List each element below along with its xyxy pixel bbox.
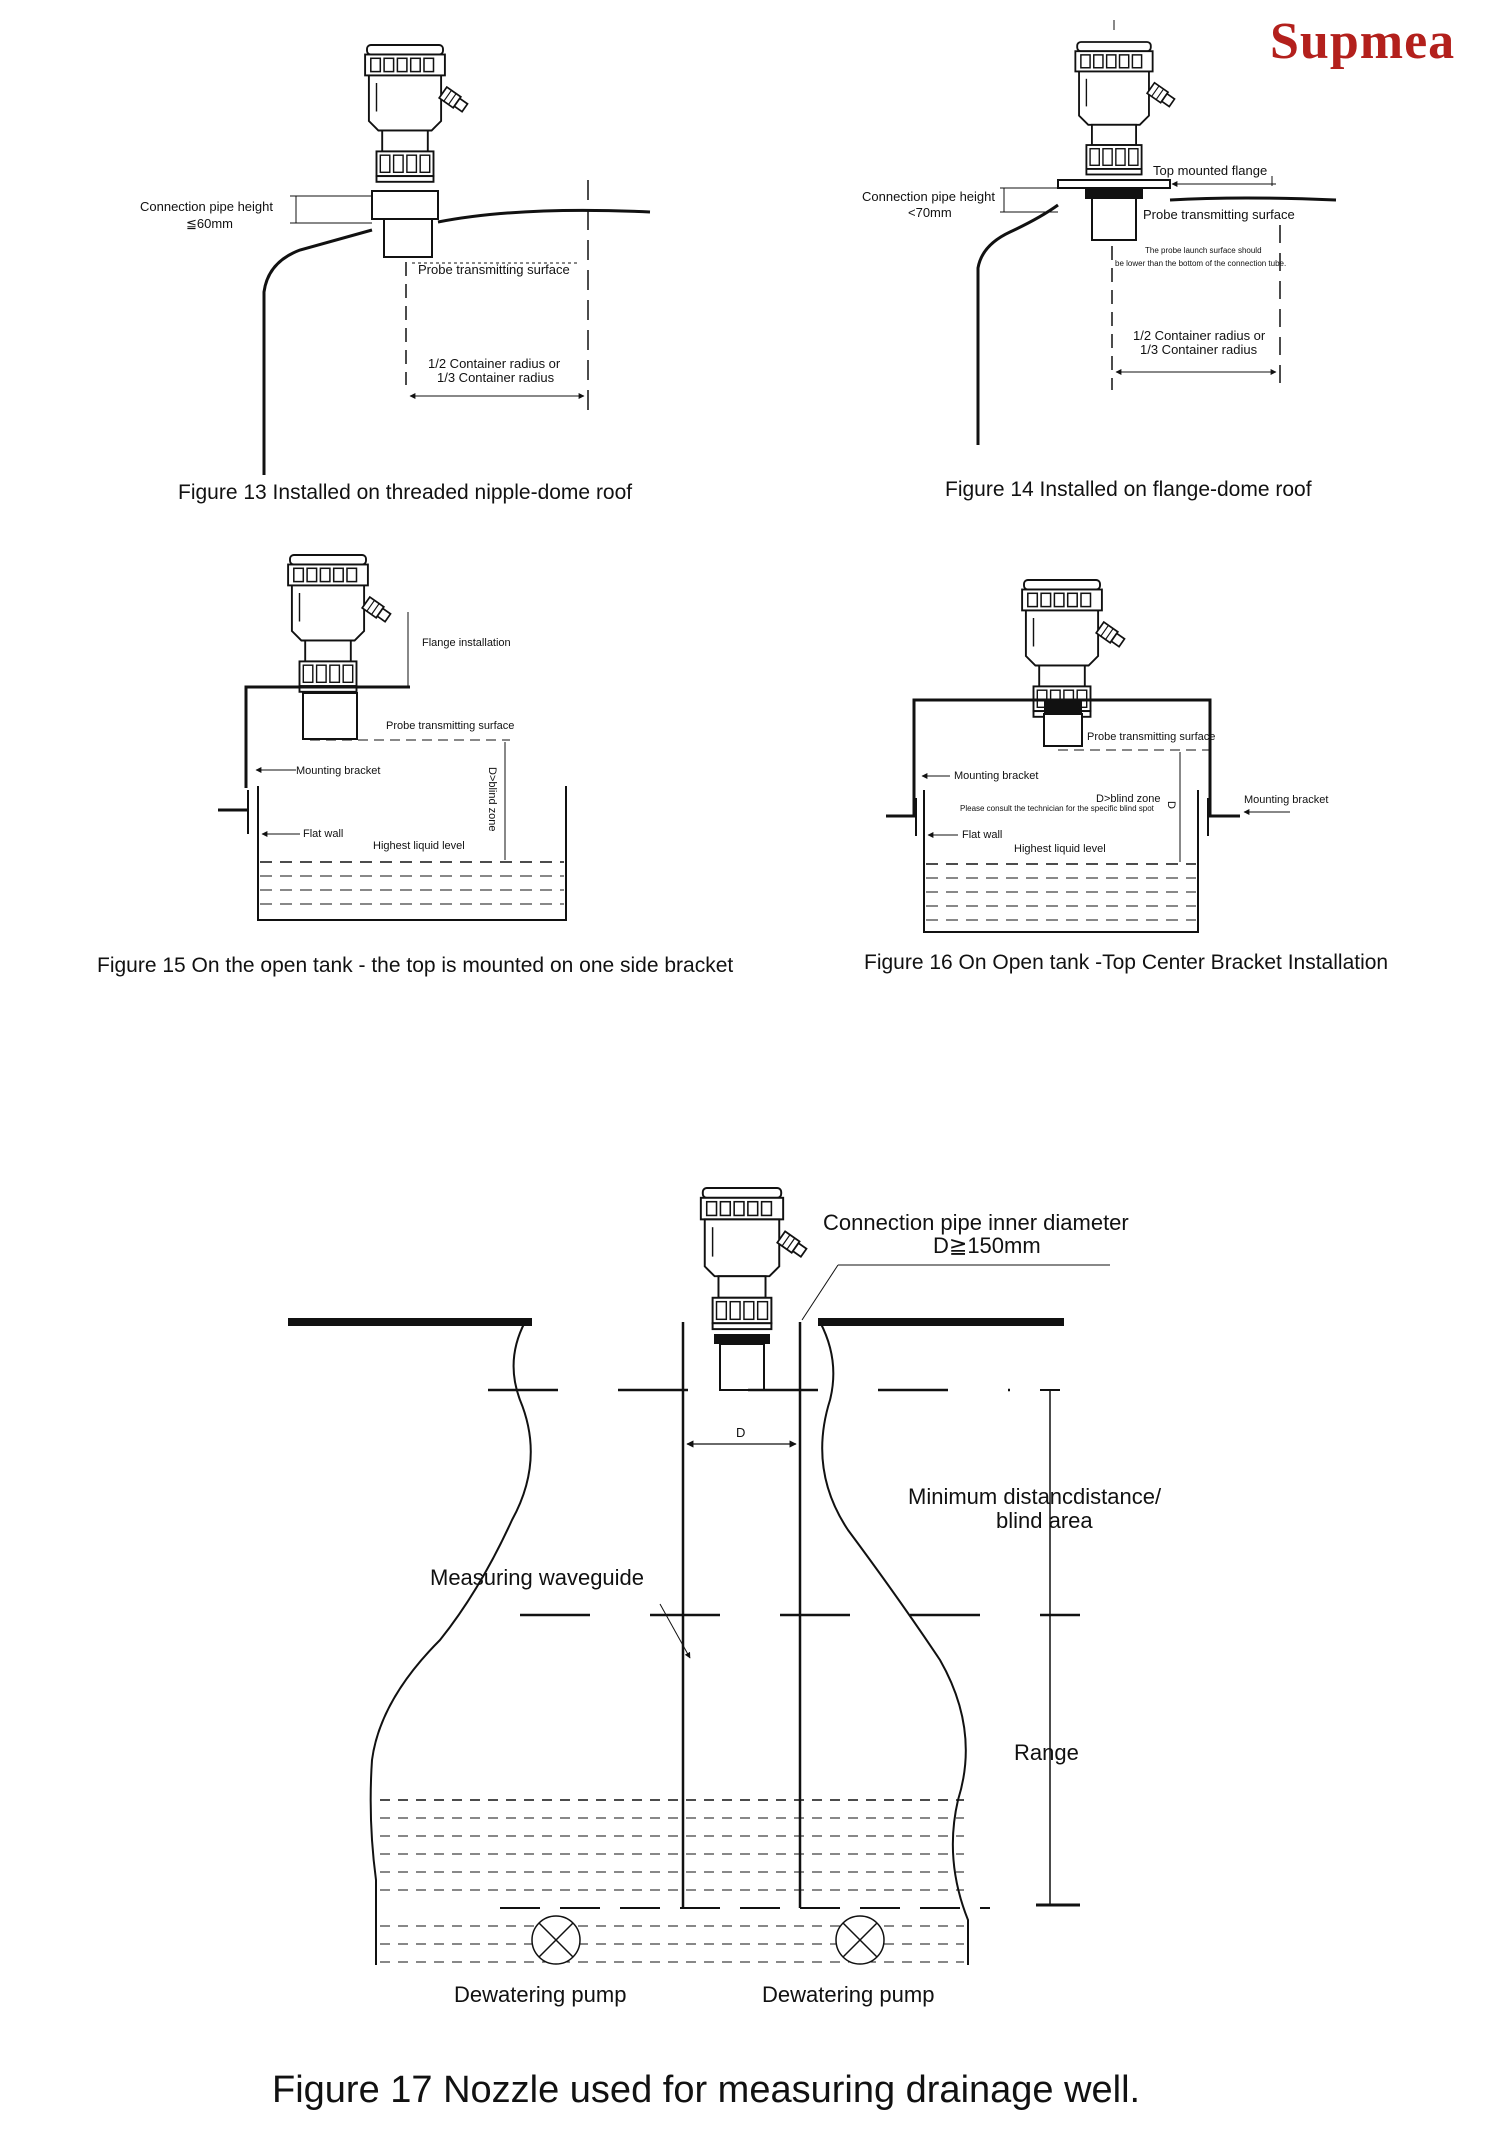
fig13-radius-2: 1/3 Container radius bbox=[437, 370, 555, 385]
fig14-flange: Top mounted flange bbox=[1153, 163, 1267, 178]
fig16-note: Please consult the technician for the sp… bbox=[960, 804, 1155, 813]
fig16-bracket-right: Mounting bracket bbox=[1244, 794, 1328, 806]
sensor-icon bbox=[1074, 41, 1177, 176]
fig14-conn-label-1: Connection pipe height bbox=[862, 189, 995, 204]
fig17-range: Range bbox=[1014, 1740, 1079, 1765]
fig17-min-2: blind area bbox=[996, 1508, 1093, 1533]
fig15-liquid: Highest liquid level bbox=[373, 840, 465, 852]
fig14-note-2: be lower than the bottom of the connecti… bbox=[1115, 259, 1286, 268]
figure-16: Probe transmitting surface D>blind zone … bbox=[864, 579, 1388, 974]
figure-17: D Connection pipe inner diameter D≧150mm… bbox=[272, 1187, 1162, 2111]
sensor-icon bbox=[1021, 579, 1127, 718]
fig17-pump-left: Dewatering pump bbox=[454, 1982, 626, 2007]
fig17-pipe-2: D≧150mm bbox=[933, 1233, 1041, 1258]
pump-icon bbox=[531, 1915, 581, 1965]
fig16-liquid: Highest liquid level bbox=[1014, 843, 1106, 855]
fig14-note-1: The probe launch surface should bbox=[1145, 246, 1262, 255]
fig16-blind-glyph: D bbox=[1165, 801, 1177, 809]
figure-15: Flange installation Probe transmitting s… bbox=[97, 554, 733, 977]
fig17-pump-right: Dewatering pump bbox=[762, 1982, 934, 2007]
figure-13: Connection pipe height ≦60mm Probe trans… bbox=[140, 44, 651, 504]
fig17-min-1: Minimum distancdistance/ bbox=[908, 1484, 1162, 1509]
fig13-probe-surface: Probe transmitting surface bbox=[418, 262, 570, 277]
fig13-caption: Figure 13 Installed on threaded nipple-d… bbox=[178, 481, 632, 504]
fig15-probe-surface: Probe transmitting surface bbox=[386, 720, 514, 732]
pump-icon bbox=[835, 1915, 885, 1965]
fig14-radius-1: 1/2 Container radius or bbox=[1133, 328, 1266, 343]
fig13-conn-label-1: Connection pipe height bbox=[140, 199, 273, 214]
sensor-icon bbox=[364, 44, 470, 183]
fig16-wall: Flat wall bbox=[962, 829, 1002, 841]
fig14-probe-surface: Probe transmitting surface bbox=[1143, 207, 1295, 222]
fig16-blind: D>blind zone bbox=[1096, 793, 1161, 805]
fig15-caption: Figure 15 On the open tank - the top is … bbox=[97, 954, 733, 977]
fig16-probe-surface: Probe transmitting surface bbox=[1087, 731, 1215, 743]
fig17-pipe-1: Connection pipe inner diameter bbox=[823, 1210, 1129, 1235]
figure-14: Connection pipe height <70mm Top mounted… bbox=[862, 20, 1337, 501]
fig14-caption: Figure 14 Installed on flange-dome roof bbox=[945, 478, 1312, 501]
fig15-bracket: Mounting bracket bbox=[296, 765, 380, 777]
fig17-waveguide: Measuring waveguide bbox=[430, 1565, 644, 1590]
brand-logo: Supmea bbox=[1270, 13, 1456, 70]
fig17-d-label: D bbox=[736, 1425, 745, 1440]
fig14-radius-2: 1/3 Container radius bbox=[1140, 342, 1258, 357]
fig13-conn-label-2: ≦60mm bbox=[186, 216, 233, 231]
fig15-wall: Flat wall bbox=[303, 828, 343, 840]
sensor-icon bbox=[699, 1187, 809, 1331]
fig17-caption: Figure 17 Nozzle used for measuring drai… bbox=[272, 2069, 1140, 2111]
sensor-icon bbox=[287, 554, 393, 693]
fig16-caption: Figure 16 On Open tank -Top Center Brack… bbox=[864, 951, 1388, 974]
fig15-blind: D>blind zone bbox=[486, 767, 498, 832]
fig15-flange: Flange installation bbox=[422, 637, 511, 649]
fig16-bracket-left: Mounting bracket bbox=[954, 770, 1038, 782]
fig13-radius-1: 1/2 Container radius or bbox=[428, 356, 561, 371]
fig14-conn-label-2: <70mm bbox=[908, 205, 952, 220]
